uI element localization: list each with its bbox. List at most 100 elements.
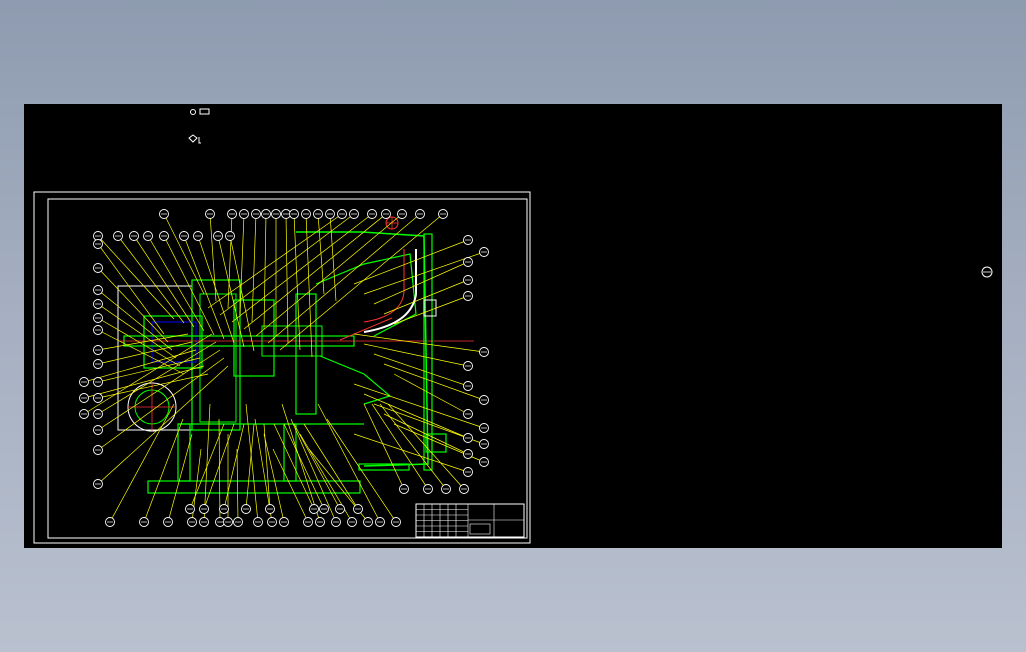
part-balloon bbox=[233, 517, 243, 527]
part-balloon bbox=[179, 231, 189, 241]
leader-line bbox=[263, 213, 267, 330]
leader-line bbox=[363, 343, 469, 367]
leader-line bbox=[283, 423, 325, 510]
leader-line bbox=[363, 393, 469, 439]
part-balloon bbox=[363, 517, 373, 527]
part-balloon bbox=[199, 504, 209, 514]
part-balloon bbox=[441, 484, 451, 494]
leader-line bbox=[353, 383, 485, 429]
part-balloon bbox=[319, 504, 329, 514]
leader-line bbox=[387, 403, 465, 490]
cad-model-space[interactable] bbox=[24, 104, 1002, 548]
leader-line bbox=[227, 213, 233, 309]
part-balloon bbox=[463, 449, 473, 459]
leader-line bbox=[245, 423, 255, 510]
part-balloon bbox=[313, 209, 323, 219]
leader-line bbox=[83, 333, 213, 415]
leader-line bbox=[373, 261, 469, 305]
part-balloon bbox=[353, 504, 363, 514]
part-balloon bbox=[463, 361, 473, 371]
leader-line bbox=[223, 423, 245, 510]
leader-line bbox=[293, 213, 301, 351]
part-balloon bbox=[279, 517, 289, 527]
part-balloon bbox=[463, 257, 473, 267]
part-balloon bbox=[349, 209, 359, 219]
leader-line bbox=[290, 418, 337, 523]
part-balloon bbox=[303, 517, 313, 527]
part-balloon bbox=[93, 425, 103, 435]
part-balloon bbox=[93, 345, 103, 355]
part-balloon bbox=[227, 209, 237, 219]
sheet-outer-border bbox=[33, 191, 531, 544]
leader-line bbox=[393, 373, 469, 415]
leader-line bbox=[97, 341, 217, 415]
part-balloon bbox=[479, 395, 489, 405]
leader-line bbox=[207, 213, 343, 309]
part-balloon bbox=[271, 209, 281, 219]
part-balloon bbox=[375, 517, 385, 527]
part-balloon bbox=[79, 409, 89, 419]
leader-line bbox=[363, 403, 405, 490]
part-balloon bbox=[205, 209, 215, 219]
leader-line bbox=[363, 251, 485, 295]
leader-line bbox=[273, 423, 315, 510]
part-balloon bbox=[79, 393, 89, 403]
part-balloon bbox=[265, 504, 275, 514]
part-balloon bbox=[225, 231, 235, 241]
leader-line bbox=[97, 317, 181, 367]
leader-line bbox=[163, 213, 205, 295]
part-balloon bbox=[93, 409, 103, 419]
part-balloon bbox=[223, 517, 233, 527]
leader-line bbox=[371, 403, 429, 490]
part-balloon bbox=[129, 231, 139, 241]
part-balloon bbox=[463, 467, 473, 477]
leader-line bbox=[189, 423, 225, 510]
part-balloons bbox=[79, 209, 489, 527]
part-balloon bbox=[193, 231, 203, 241]
part-balloon bbox=[479, 439, 489, 449]
part-balloon bbox=[289, 209, 299, 219]
part-balloon bbox=[479, 247, 489, 257]
leader-line bbox=[143, 418, 184, 523]
item-balloon-marker bbox=[981, 266, 993, 278]
part-balloon bbox=[93, 239, 103, 249]
part-balloon bbox=[93, 299, 103, 309]
part-balloon bbox=[479, 347, 489, 357]
leader-line bbox=[219, 213, 355, 316]
leader-line bbox=[255, 213, 403, 337]
part-balloon bbox=[93, 393, 103, 403]
part-balloon bbox=[239, 209, 249, 219]
leader-line bbox=[167, 433, 193, 523]
balloon-leaders bbox=[83, 213, 485, 523]
part-balloon bbox=[399, 484, 409, 494]
part-balloon bbox=[479, 423, 489, 433]
part-balloon bbox=[105, 517, 115, 527]
leader-line bbox=[97, 289, 173, 351]
part-balloon bbox=[438, 209, 448, 219]
leader-line bbox=[393, 295, 469, 325]
part-balloon bbox=[331, 517, 341, 527]
part-balloon bbox=[391, 517, 401, 527]
part-balloon bbox=[463, 409, 473, 419]
part-balloon bbox=[381, 209, 391, 219]
part-balloon bbox=[93, 263, 103, 273]
leader-line bbox=[97, 341, 193, 365]
part-balloon bbox=[143, 231, 153, 241]
leader-line bbox=[209, 213, 217, 302]
leader-line bbox=[97, 357, 201, 383]
leader-line bbox=[353, 239, 469, 285]
part-balloon bbox=[93, 285, 103, 295]
leader-line bbox=[231, 213, 373, 323]
drawing-canvas bbox=[33, 108, 993, 544]
leader-line bbox=[383, 363, 485, 401]
leader-line bbox=[203, 403, 211, 523]
part-balloon bbox=[267, 517, 277, 527]
part-balloon bbox=[185, 504, 195, 514]
part-balloon bbox=[253, 517, 263, 527]
leader-line bbox=[305, 213, 313, 358]
leader-line bbox=[317, 213, 325, 295]
ucs-origin-icon bbox=[190, 108, 210, 115]
part-balloon bbox=[93, 313, 103, 323]
part-balloon bbox=[93, 479, 103, 489]
leader-line bbox=[245, 403, 259, 523]
